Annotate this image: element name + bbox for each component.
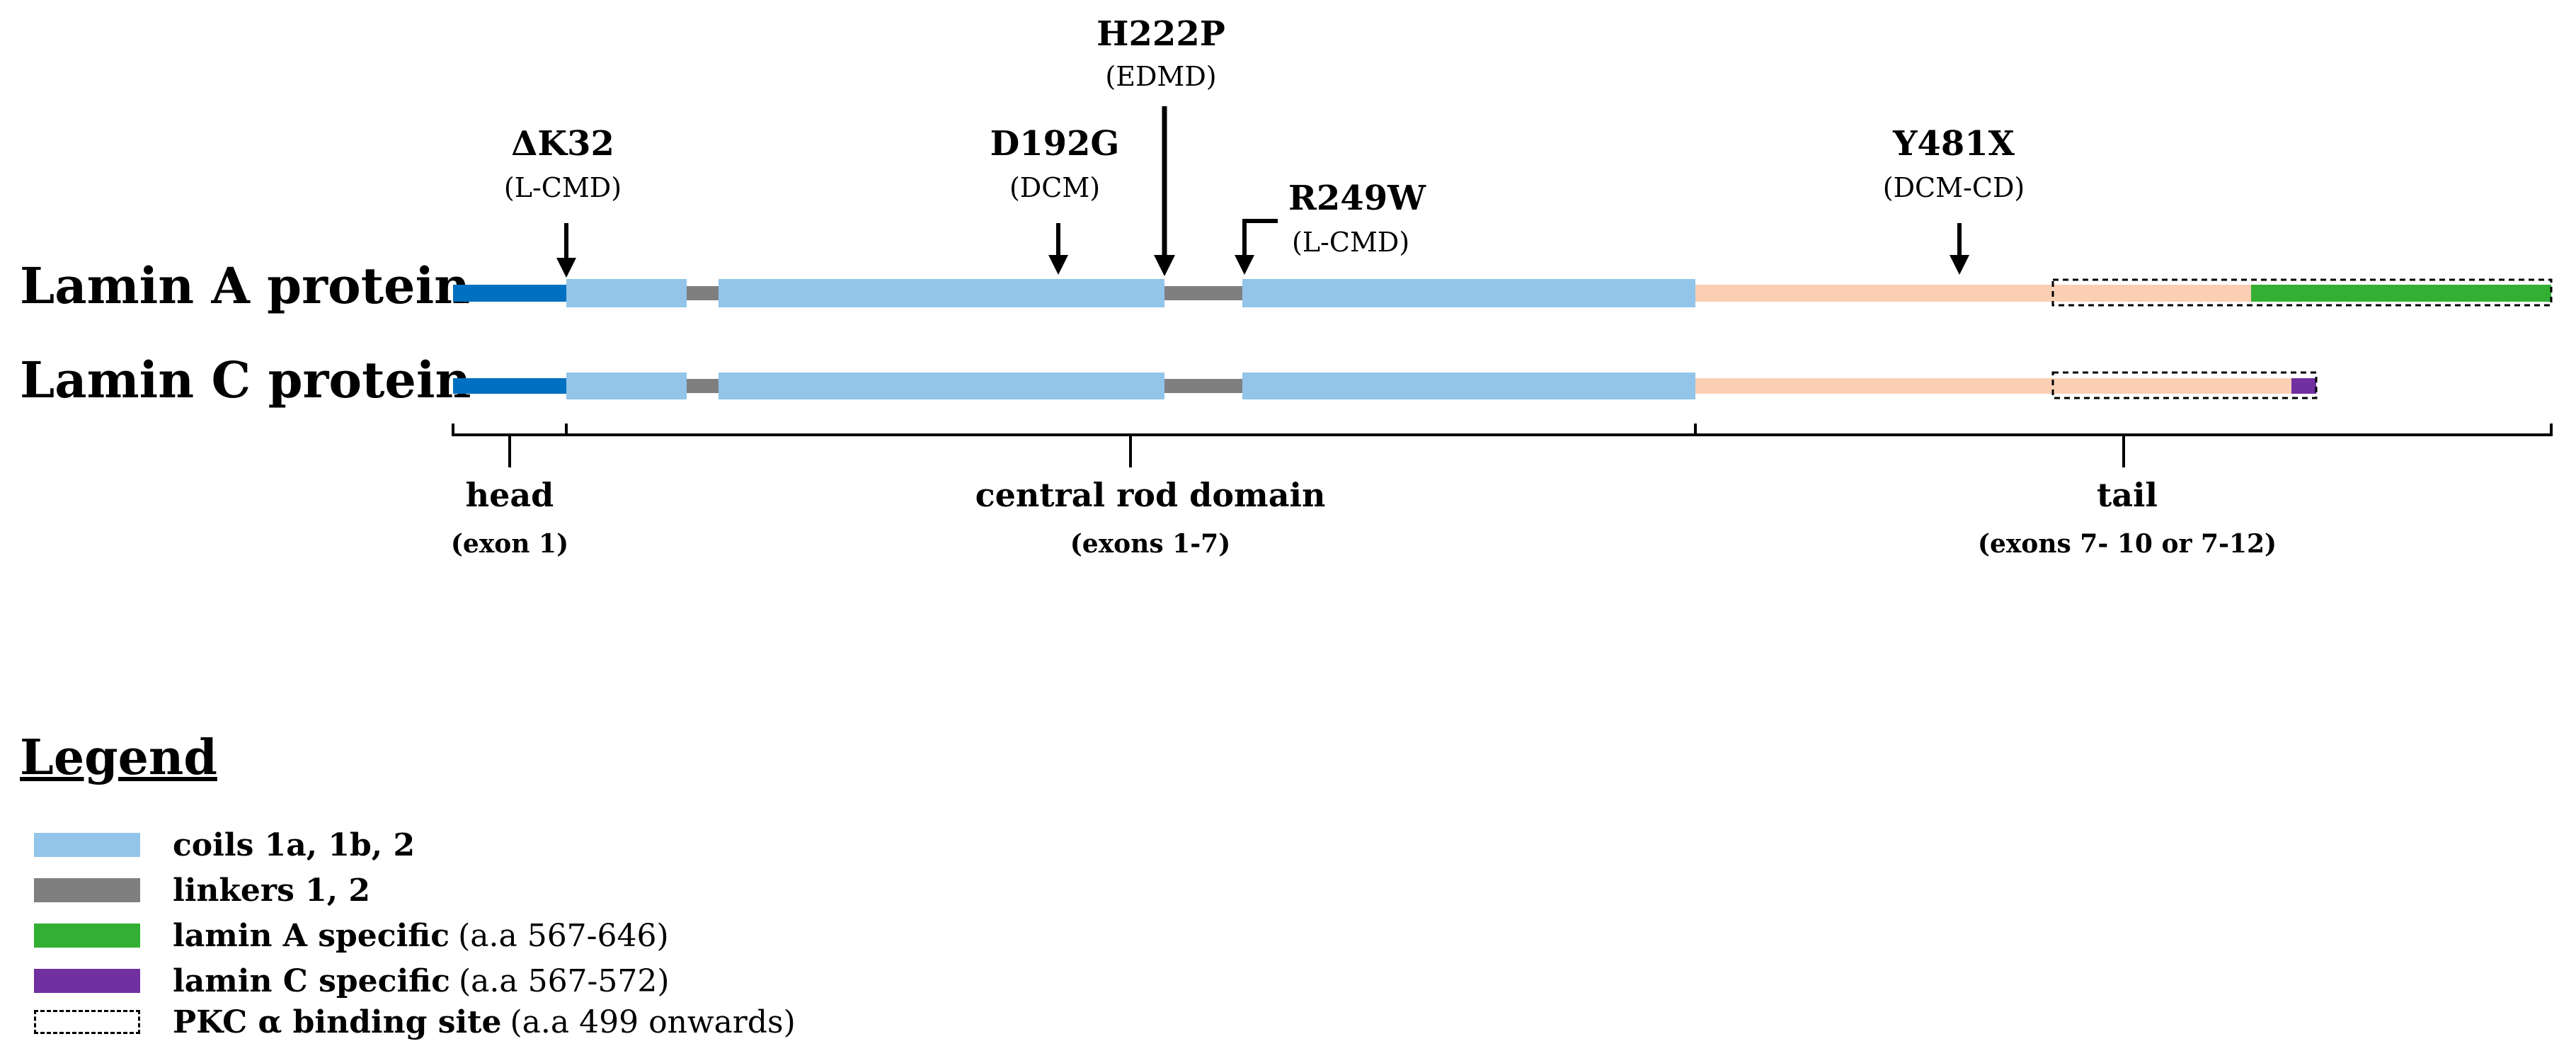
lamin-c-tail-segment: [1695, 378, 2053, 394]
legend-item-linkers: linkers 1, 2: [34, 872, 371, 909]
mutation-y481x-arrow: [1950, 223, 1969, 275]
lamin-a-coil-1a: [566, 279, 687, 307]
domain-brackets: [452, 424, 2553, 467]
lamin-a-specific-segment: [2251, 285, 2551, 302]
legend-lamin-c-label: lamin C specific: [173, 962, 450, 999]
lamin-a-linker-2: [1164, 286, 1242, 300]
lamin-a-tail-segment: [1695, 285, 2053, 302]
legend-lamin-a-label: lamin A specific: [173, 917, 450, 954]
head-bracket: [452, 424, 568, 467]
rod-bracket: [566, 424, 1697, 467]
mutation-dk32-disease: (L-CMD): [503, 172, 622, 203]
mutation-d192g-name: D192G: [990, 124, 1120, 164]
mutation-r249w-arrow: [1235, 219, 1278, 275]
mutation-h222p-arrow: [1154, 106, 1175, 276]
lamin-a-pkc-tail: [2053, 285, 2251, 302]
mutation-dk32-arrow: [556, 223, 576, 278]
legend-pkc-note: (a.a 499 onwards): [510, 1004, 796, 1040]
legend-item-pkc: PKC α binding site (a.a 499 onwards): [34, 1004, 796, 1040]
lamin-a-label: Lamin A protein: [20, 256, 471, 315]
mutation-r249w-disease: (L-CMD): [1292, 227, 1410, 258]
domain-head-name: head: [465, 476, 554, 514]
lamin-c-pkc-tail: [2053, 378, 2291, 394]
mutation-arrows: [556, 106, 1969, 278]
lamin-a-coil-1b: [719, 279, 1164, 307]
domain-head-exons: (exon 1): [450, 529, 569, 559]
lamin-a-coil-2: [1242, 279, 1695, 307]
mutation-dk32-name: ΔK32: [511, 124, 614, 164]
mutation-y481x-disease: (DCM-CD): [1882, 172, 2025, 203]
lamin-a-bar: [453, 278, 2553, 307]
tail-bracket: [1695, 424, 2553, 467]
lamin-c-coil-1b: [719, 373, 1164, 399]
lamin-c-pkc-binding-box: [2051, 371, 2318, 399]
mutation-h222p-name: H222P: [1097, 14, 1225, 54]
mutation-d192g-arrow: [1048, 223, 1068, 275]
legend-item-lamin-a: lamin A specific (a.a 567-646): [34, 917, 669, 954]
lamin-c-linker-2: [1164, 379, 1242, 393]
legend-item-lamin-c: lamin C specific (a.a 567-572): [34, 963, 670, 999]
legend-coils-label: coils 1a, 1b, 2: [173, 826, 416, 863]
legend-item-coils: coils 1a, 1b, 2: [34, 827, 415, 863]
domain-rod-name: central rod domain: [975, 476, 1326, 514]
lamin-c-specific-swatch: [34, 969, 140, 993]
legend-lamin-a-note: (a.a 567-646): [458, 917, 669, 954]
lamin-c-linker-1: [687, 379, 719, 393]
lamin-a-specific-swatch: [34, 924, 140, 948]
lamin-c-coil-1a: [566, 373, 687, 399]
legend-title: Legend: [20, 729, 217, 786]
lamin-c-specific-segment: [2291, 378, 2316, 394]
domain-tail-name: tail: [2096, 476, 2158, 514]
lamin-c-head-segment: [453, 378, 566, 394]
legend-lamin-c-note: (a.a 567-572): [458, 962, 670, 999]
mutation-h222p-disease: (EDMD): [1105, 61, 1217, 92]
lamin-c-coil-2: [1242, 373, 1695, 399]
coil-swatch: [34, 833, 140, 857]
legend-linkers-label: linkers 1, 2: [173, 872, 371, 909]
lamin-a-linker-1: [687, 286, 719, 300]
lamin-a-head-segment: [453, 285, 566, 302]
linker-swatch: [34, 878, 140, 902]
mutation-r249w-name: R249W: [1288, 178, 1426, 218]
domain-rod-exons: (exons 1-7): [1070, 529, 1231, 559]
mutation-y481x-name: Y481X: [1893, 124, 2015, 164]
lamin-c-label: Lamin C protein: [20, 351, 471, 409]
pkc-binding-swatch: [34, 1010, 140, 1034]
lamin-a-pkc-binding-box: [2051, 278, 2553, 307]
lamin-c-bar: [453, 371, 2318, 399]
legend-pkc-label: PKC α binding site: [173, 1004, 502, 1040]
domain-tail-exons: (exons 7- 10 or 7-12): [1977, 529, 2277, 559]
mutation-d192g-disease: (DCM): [1009, 172, 1101, 203]
